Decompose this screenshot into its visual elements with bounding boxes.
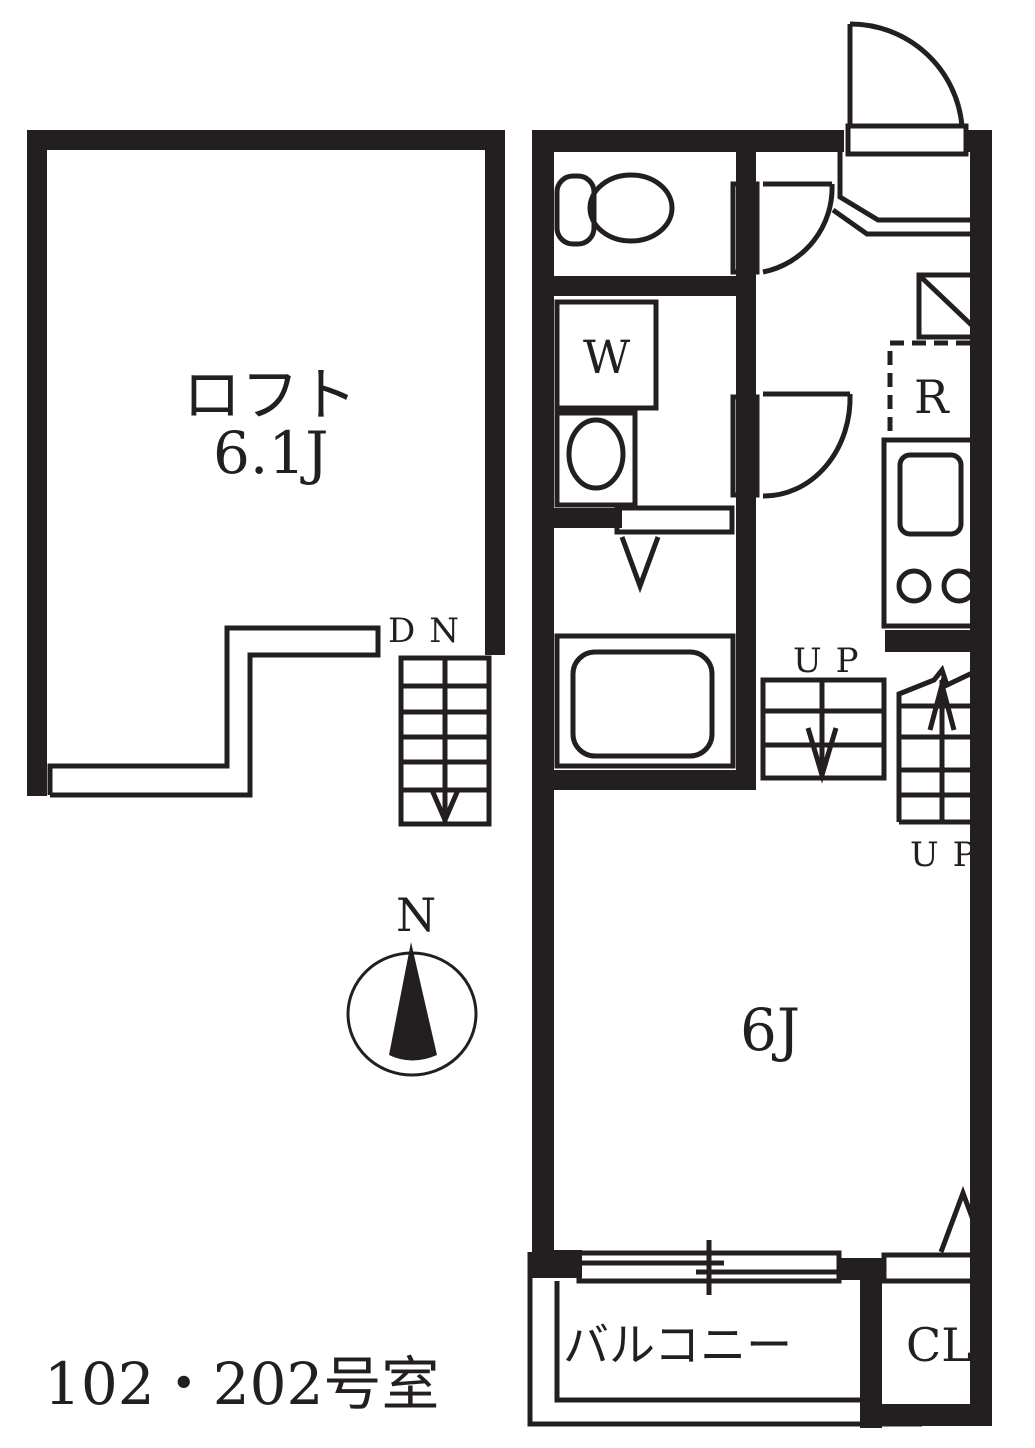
wet-area-wall xyxy=(736,130,756,790)
bath-box xyxy=(554,633,736,769)
down-arrow-icon xyxy=(805,727,839,784)
compass-north-label: N xyxy=(396,888,437,942)
washer-label: W xyxy=(583,330,631,384)
washroom-wall xyxy=(532,508,622,528)
sink-icon xyxy=(897,452,964,537)
loft-wall-top xyxy=(27,130,505,150)
bathtub-icon xyxy=(570,649,715,759)
up-arrow-icon xyxy=(927,675,957,731)
toilet-wall xyxy=(532,276,756,296)
window-wall-left xyxy=(532,1250,582,1278)
closet-label: CL xyxy=(906,1318,972,1372)
entrance-door-swing xyxy=(849,21,965,127)
bath-wall xyxy=(532,770,756,790)
washroom-door-swing xyxy=(762,393,853,499)
closet-door-icon xyxy=(938,1185,988,1253)
toilet-door-swing xyxy=(762,183,835,275)
bath-door-icon xyxy=(619,536,661,594)
stair-up-right-label: UP xyxy=(910,835,990,875)
unit-wall-left xyxy=(532,130,554,1260)
closet-wall-left xyxy=(860,1258,882,1428)
compass-icon xyxy=(346,942,478,1077)
down-arrow-icon xyxy=(429,789,461,827)
washer-box xyxy=(554,299,659,411)
toilet-icon xyxy=(554,173,597,247)
entrance-door-frame xyxy=(845,123,969,157)
basin-icon xyxy=(566,417,626,491)
loft-name: ロフト xyxy=(183,361,358,429)
basin-box xyxy=(554,410,638,508)
unit-wall-top-left xyxy=(532,130,844,152)
kitchen-counter xyxy=(881,437,989,629)
closet-wall-bottom xyxy=(860,1404,992,1426)
main-room-size: 6J xyxy=(740,996,801,1064)
loft-wall-left xyxy=(27,130,47,796)
kitchen-wall xyxy=(885,630,990,652)
loft-opening-edge xyxy=(47,625,381,798)
loft-wall-right xyxy=(485,130,505,655)
burner-icon xyxy=(896,568,932,604)
balcony-label: バルコニー xyxy=(563,1318,793,1372)
balcony-inner xyxy=(554,1281,860,1403)
loft-stair-dn-label: DN xyxy=(388,611,474,651)
loft-size: 6.1J xyxy=(213,419,329,487)
unit-label: 102・202号室 xyxy=(44,1350,440,1418)
fridge-label: R xyxy=(914,370,949,424)
closet-door xyxy=(881,1252,991,1284)
burner-icon xyxy=(941,568,977,604)
stair-up-left-label: UP xyxy=(793,641,873,681)
shoe-box xyxy=(916,272,987,340)
balcony-outer xyxy=(527,1252,922,1427)
